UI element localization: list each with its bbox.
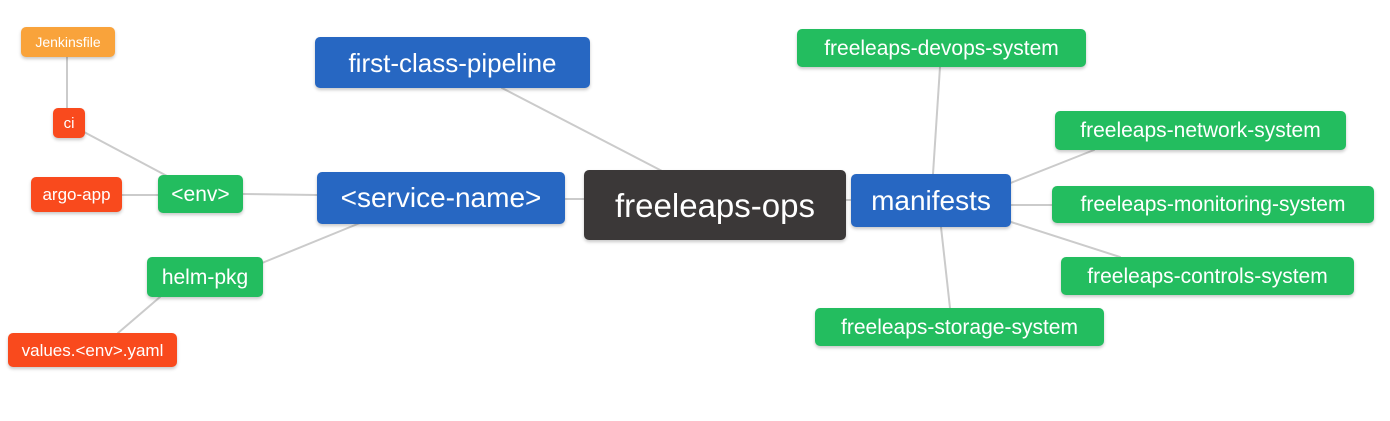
edge-freeleaps-devops-system--manifests bbox=[932, 66, 941, 175]
node-freeleaps-monitoring-system[interactable]: freeleaps-monitoring-system bbox=[1052, 186, 1374, 223]
node-freeleaps-controls-system[interactable]: freeleaps-controls-system bbox=[1061, 257, 1354, 295]
node-freeleaps-network-system[interactable]: freeleaps-network-system bbox=[1055, 111, 1346, 150]
edge-first-class-pipeline--freeleaps-ops bbox=[501, 87, 663, 172]
edge-service-name--helm-pkg bbox=[261, 222, 361, 264]
node-first-class-pipeline[interactable]: first-class-pipeline bbox=[315, 37, 590, 88]
node-manifests[interactable]: manifests bbox=[851, 174, 1011, 227]
node-freeleaps-ops[interactable]: freeleaps-ops bbox=[584, 170, 846, 240]
node-jenkinsfile[interactable]: Jenkinsfile bbox=[21, 27, 115, 57]
node-env[interactable]: <env> bbox=[158, 175, 243, 213]
edge-helm-pkg--values-env-yaml bbox=[117, 296, 161, 334]
edge-manifests--freeleaps-storage-system bbox=[940, 226, 951, 309]
node-freeleaps-devops-system[interactable]: freeleaps-devops-system bbox=[797, 29, 1086, 67]
edge-ci--env bbox=[83, 131, 168, 177]
node-argo-app[interactable]: argo-app bbox=[31, 177, 122, 212]
edge-env--service-name bbox=[242, 193, 318, 196]
node-values-env-yaml[interactable]: values.<env>.yaml bbox=[8, 333, 177, 367]
node-freeleaps-storage-system[interactable]: freeleaps-storage-system bbox=[815, 308, 1104, 346]
edge-manifests--freeleaps-network-system bbox=[1007, 149, 1095, 185]
node-helm-pkg[interactable]: helm-pkg bbox=[147, 257, 263, 297]
node-ci[interactable]: ci bbox=[53, 108, 85, 138]
node-service-name[interactable]: <service-name> bbox=[317, 172, 565, 224]
edge-manifests--freeleaps-controls-system bbox=[1007, 220, 1121, 258]
